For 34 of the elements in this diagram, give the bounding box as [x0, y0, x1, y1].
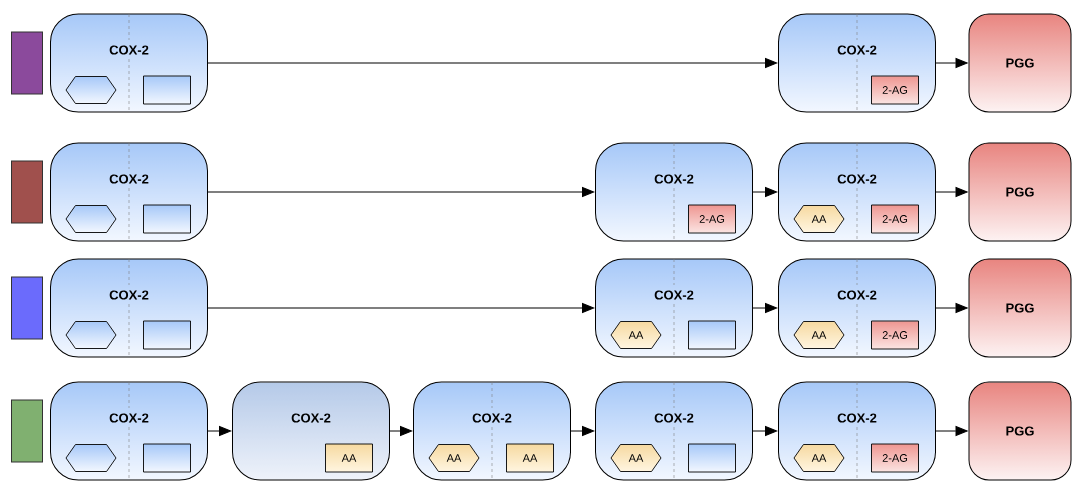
- product-box: PGG: [968, 13, 1072, 113]
- 2ag-tag: 2-AG: [871, 204, 919, 234]
- arrow: [570, 426, 595, 436]
- aa-tag: AA: [325, 443, 373, 473]
- rectangle-slot: [143, 204, 191, 234]
- product-box: PGG: [968, 258, 1072, 358]
- aa-tag: AA: [506, 443, 554, 473]
- color-bar: [11, 276, 43, 340]
- arrow: [207, 187, 595, 197]
- 2ag-tag: 2-AG: [871, 75, 919, 105]
- rectangle-slot: [143, 443, 191, 473]
- arrow: [207, 58, 778, 68]
- product-box: PGG: [968, 142, 1072, 242]
- arrow: [207, 426, 232, 436]
- arrow: [935, 187, 968, 197]
- product-box: PGG: [968, 381, 1072, 481]
- arrow: [207, 303, 595, 313]
- 2ag-tag: 2-AG: [871, 443, 919, 473]
- rectangle-slot: [143, 75, 191, 105]
- color-bar: [11, 160, 43, 224]
- 2ag-tag: 2-AG: [871, 320, 919, 350]
- rectangle-slot: [688, 443, 736, 473]
- arrow: [752, 426, 778, 436]
- rectangle-slot: [143, 320, 191, 350]
- rectangle-slot: [688, 320, 736, 350]
- color-bar: [11, 399, 43, 463]
- arrow: [752, 303, 778, 313]
- color-bar: [11, 31, 43, 95]
- arrow: [935, 426, 968, 436]
- 2ag-tag: 2-AG: [688, 204, 736, 234]
- arrow: [752, 187, 778, 197]
- arrow: [935, 303, 968, 313]
- arrow: [389, 426, 413, 436]
- arrow: [935, 58, 968, 68]
